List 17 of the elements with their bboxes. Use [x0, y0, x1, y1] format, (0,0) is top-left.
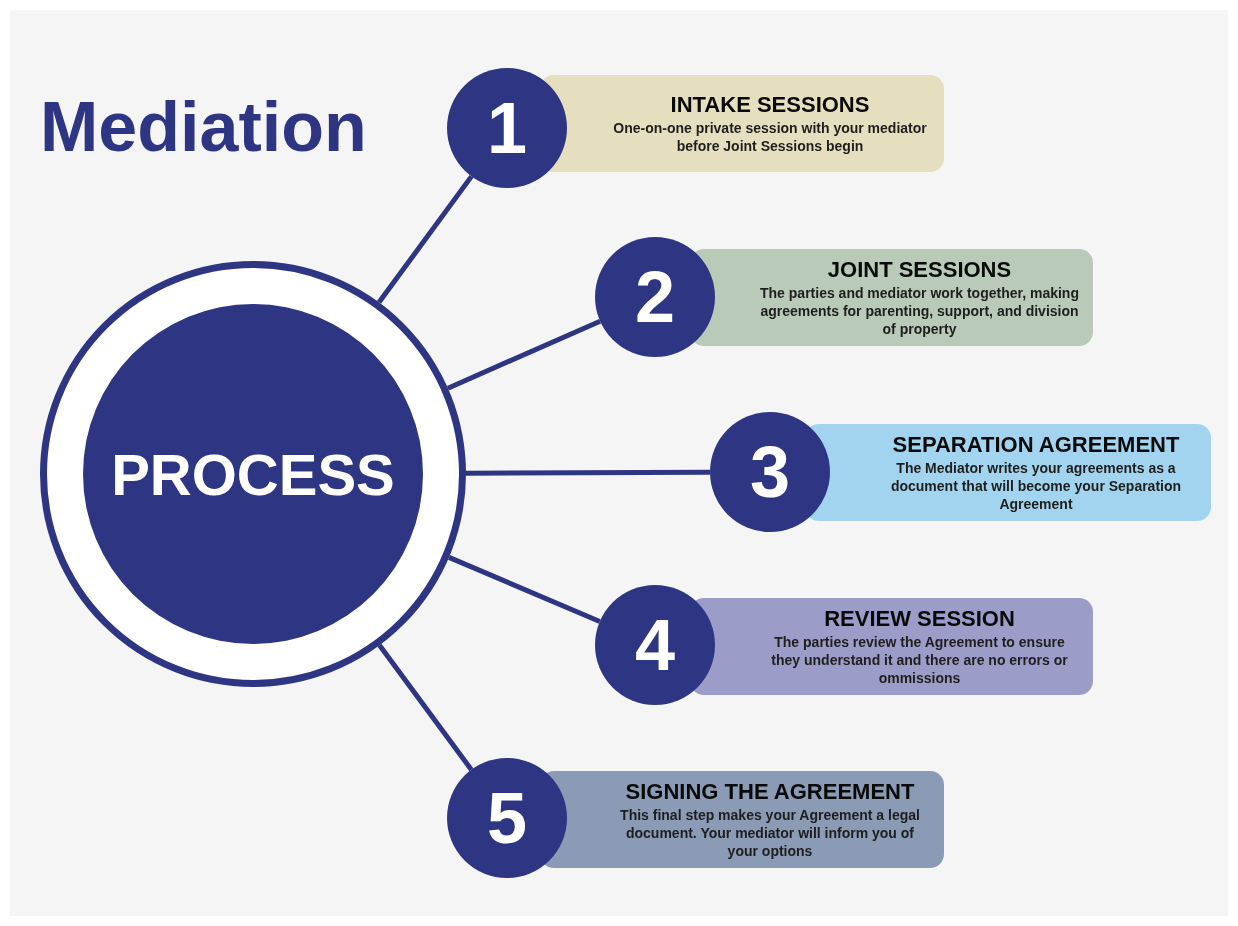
step-description: One-on-one private session with your mediator before Joint Sessions begin — [612, 118, 928, 156]
connector-line — [466, 469, 710, 476]
step-description: This final step makes your Agreement a legal document. Your mediator will inform you of your options — [619, 805, 921, 861]
step-heading: INTAKE SESSIONS — [670, 91, 870, 117]
step-description: The parties review the Agreement to ensure they understand it and there are no errors or ommissions — [770, 632, 1069, 688]
connector-line — [377, 174, 474, 304]
connector-line — [446, 318, 602, 391]
step-heading: SIGNING THE AGREEMENT — [625, 778, 915, 804]
hub-label: PROCESS — [111, 440, 395, 508]
step-heading: SEPARATION AGREEMENT — [892, 431, 1180, 457]
step-heading: REVIEW SESSION — [824, 605, 1015, 631]
connector-line — [448, 555, 601, 624]
connector-line — [377, 643, 474, 772]
step-description: The Mediator writes your agreements as a document that will become your Separation Agreement — [889, 458, 1183, 514]
title: Mediation — [40, 92, 367, 162]
step-description: The parties and mediator work together, making agreements for parenting, support, and division of property — [760, 283, 1079, 339]
step-heading: JOINT SESSIONS — [827, 256, 1012, 282]
